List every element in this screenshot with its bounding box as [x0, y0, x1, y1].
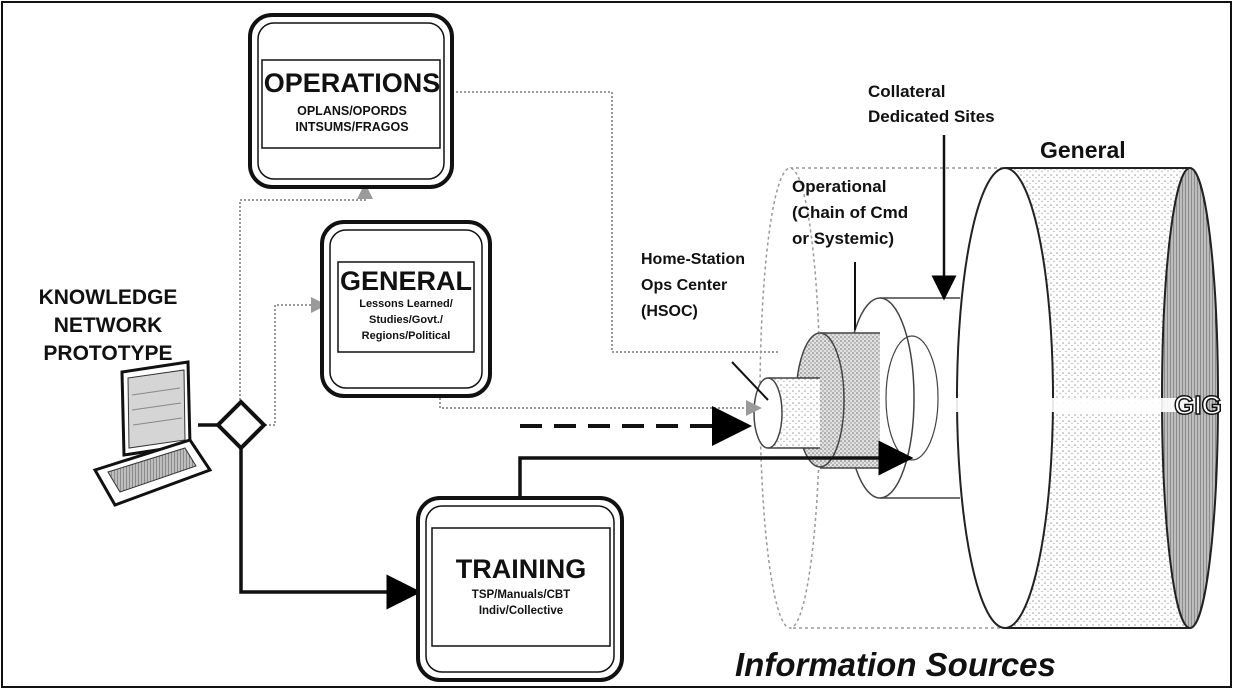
hsoc-cylinder-body [768, 378, 820, 448]
general-line-1: Lessons Learned/ [359, 298, 453, 310]
training-line-2: Indiv/Collective [479, 605, 563, 617]
information-sources-cylinders [753, 167, 1219, 629]
hsoc-label-line-1: Home-Station [641, 251, 745, 268]
operations-line-2: INTSUMS/FRAGOS [295, 120, 408, 134]
diamond-to-operations-connector [239, 183, 373, 404]
general-line-3: Regions/Political [362, 330, 451, 342]
operational-label-line-3: or Systemic) [792, 229, 894, 248]
operations-title: OPERATIONS [264, 68, 441, 98]
collateral-label-line-1: Collateral [868, 82, 945, 101]
hsoc-pointer-line [731, 361, 769, 401]
training-title: TRAINING [456, 554, 587, 584]
general-title: GENERAL [340, 266, 472, 296]
decision-diamond [215, 399, 267, 451]
gig-label: GIG [1174, 390, 1222, 420]
operational-label-line-2: (Chain of Cmd [792, 203, 908, 222]
hsoc-label-line-3: (HSOC) [641, 303, 698, 320]
kn-prototype-line-2: NETWORK [54, 314, 163, 337]
kn-prototype-line-3: PROTOTYPE [43, 342, 172, 365]
operational-label-line-1: Operational [792, 177, 886, 196]
diamond-to-training-arrow [239, 448, 422, 610]
operations-line-1: OPLANS/OPORDS [297, 104, 407, 118]
laptop-icon [92, 360, 213, 507]
general-cylinder-label: General [1040, 137, 1126, 163]
kn-prototype-line-1: KNOWLEDGE [39, 286, 178, 309]
operations-box [248, 13, 454, 189]
general-connector [439, 398, 762, 416]
hsoc-label-line-2: Ops Center [641, 277, 727, 294]
collateral-label-line-2: Dedicated Sites [868, 107, 995, 126]
general-line-2: Studies/Govt./ [369, 314, 443, 326]
operations-connector [452, 91, 780, 353]
training-box [416, 496, 624, 682]
training-line-1: TSP/Manuals/CBT [472, 589, 570, 601]
diamond-to-general-connector [265, 297, 327, 426]
training-to-cylinder-arrow [518, 440, 914, 498]
general-box [320, 220, 492, 398]
information-sources-caption: Information Sources [735, 646, 1056, 683]
